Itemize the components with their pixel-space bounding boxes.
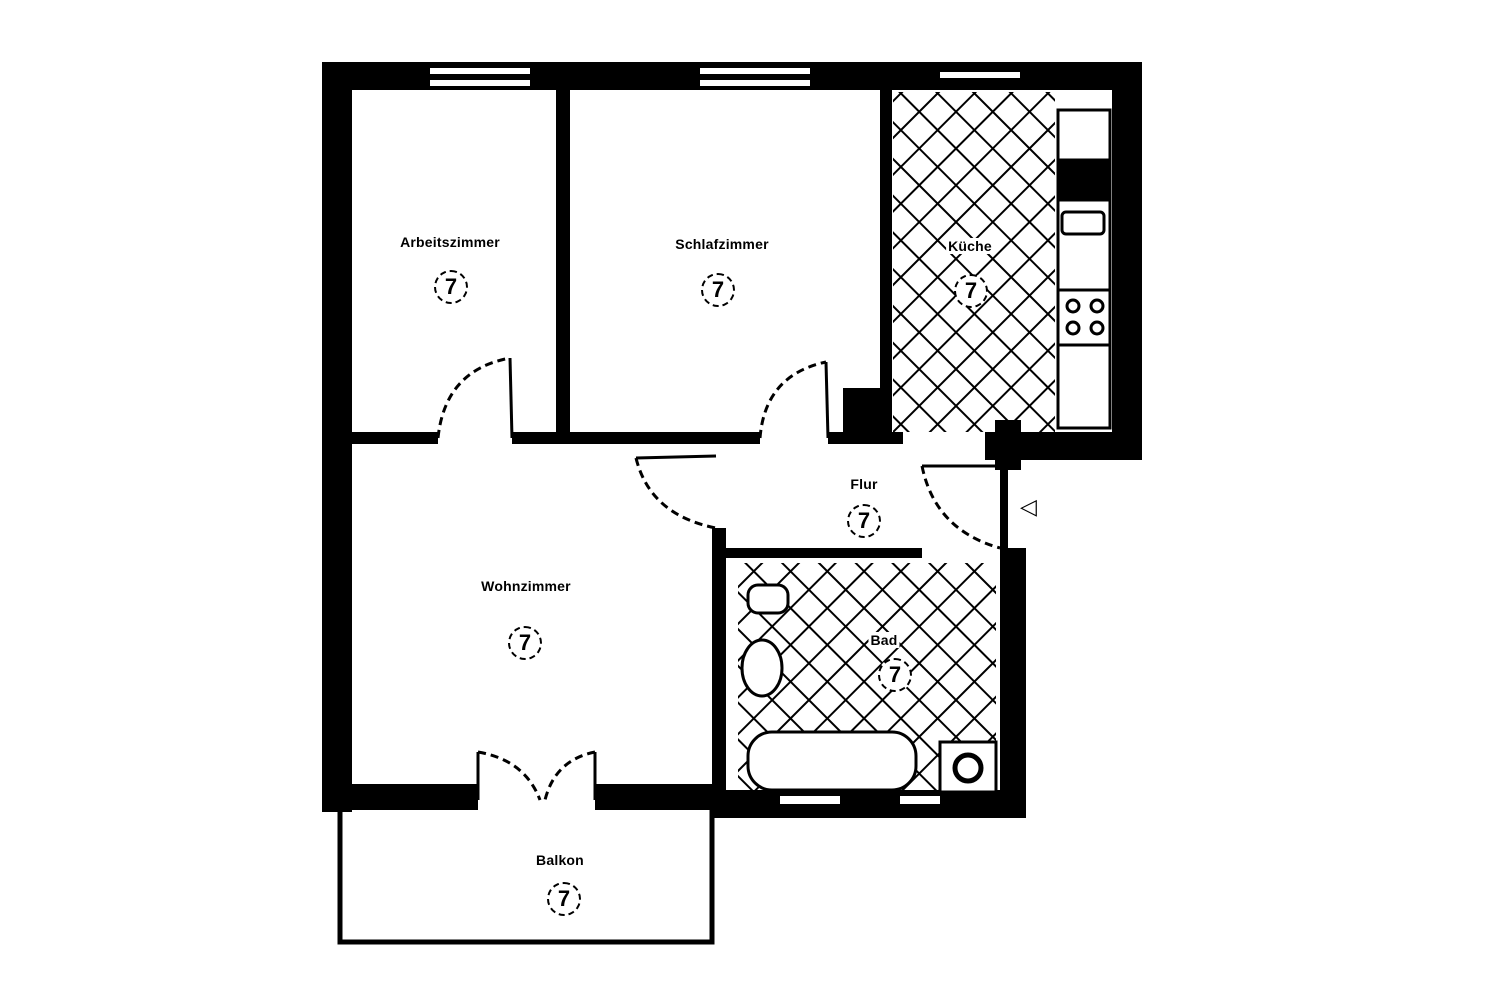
door-leaves (476, 357, 1000, 800)
room-label-schlafzimmer: Schlafzimmer (675, 236, 769, 252)
balcony-outline (337, 810, 715, 945)
room-label-arbeitszimmer: Arbeitszimmer (400, 234, 500, 250)
door-swings (436, 356, 1001, 801)
room-label-balkon: Balkon (536, 852, 584, 868)
room-label-bad: Bad (868, 632, 900, 648)
triangle-left-icon: ◁ (1020, 494, 1037, 519)
bathroom-fixtures (740, 583, 998, 794)
room-label-kueche: Küche (946, 238, 994, 254)
room-marker-bad: 7 (878, 658, 912, 692)
kitchen-counter (1056, 108, 1112, 430)
room-marker-schlafzimmer: 7 (701, 273, 735, 307)
room-marker-wohnzimmer: 7 (508, 626, 542, 660)
room-marker-arbeitszimmer: 7 (434, 270, 468, 304)
kitchen-tiles (893, 92, 1055, 432)
windows (430, 68, 1110, 804)
room-marker-balkon: 7 (547, 882, 581, 916)
room-marker-flur: 7 (847, 504, 881, 538)
room-label-flur: Flur (850, 476, 878, 492)
room-marker-kueche: 7 (954, 274, 988, 308)
room-label-wohnzimmer: Wohnzimmer (481, 578, 571, 594)
